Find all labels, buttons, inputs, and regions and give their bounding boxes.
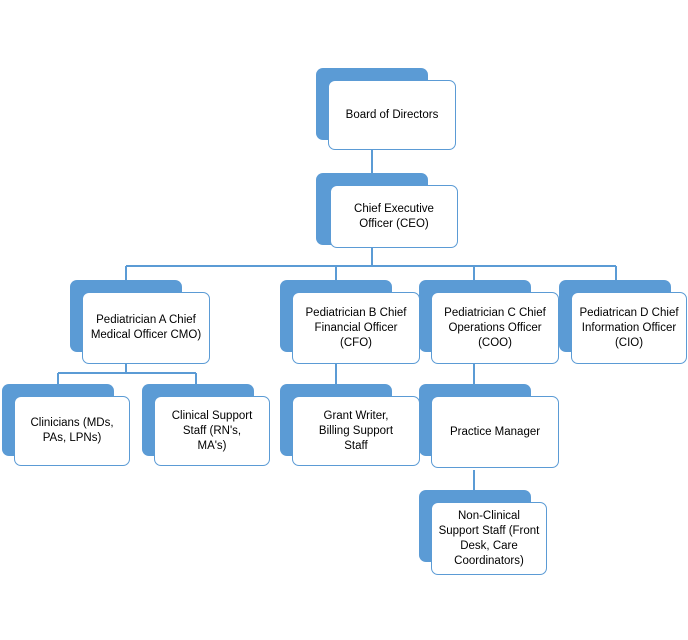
practice-manager-label: Practice Manager [431, 396, 559, 468]
cfo-label: Pediatrician B Chief Financial Officer (… [292, 292, 420, 364]
grant-writer-label: Grant Writer, Billing Support Staff [292, 396, 420, 466]
ceo-label: Chief Executive Officer (CEO) [330, 185, 458, 248]
coo-label: Pediatrician C Chief Operations Officer … [431, 292, 559, 364]
clinicians-label: Clinicians (MDs, PAs, LPNs) [14, 396, 130, 466]
clinical-support-label: Clinical Support Staff (RN's, MA's) [154, 396, 270, 466]
cio-label: Pediatrican D Chief Information Officer … [571, 292, 687, 364]
board-of-directors-label: Board of Directors [328, 80, 456, 150]
cmo-label: Pediatrician A Chief Medical Officer CMO… [82, 292, 210, 364]
non-clinical-label: Non-Clinical Support Staff (Front Desk, … [431, 502, 547, 575]
